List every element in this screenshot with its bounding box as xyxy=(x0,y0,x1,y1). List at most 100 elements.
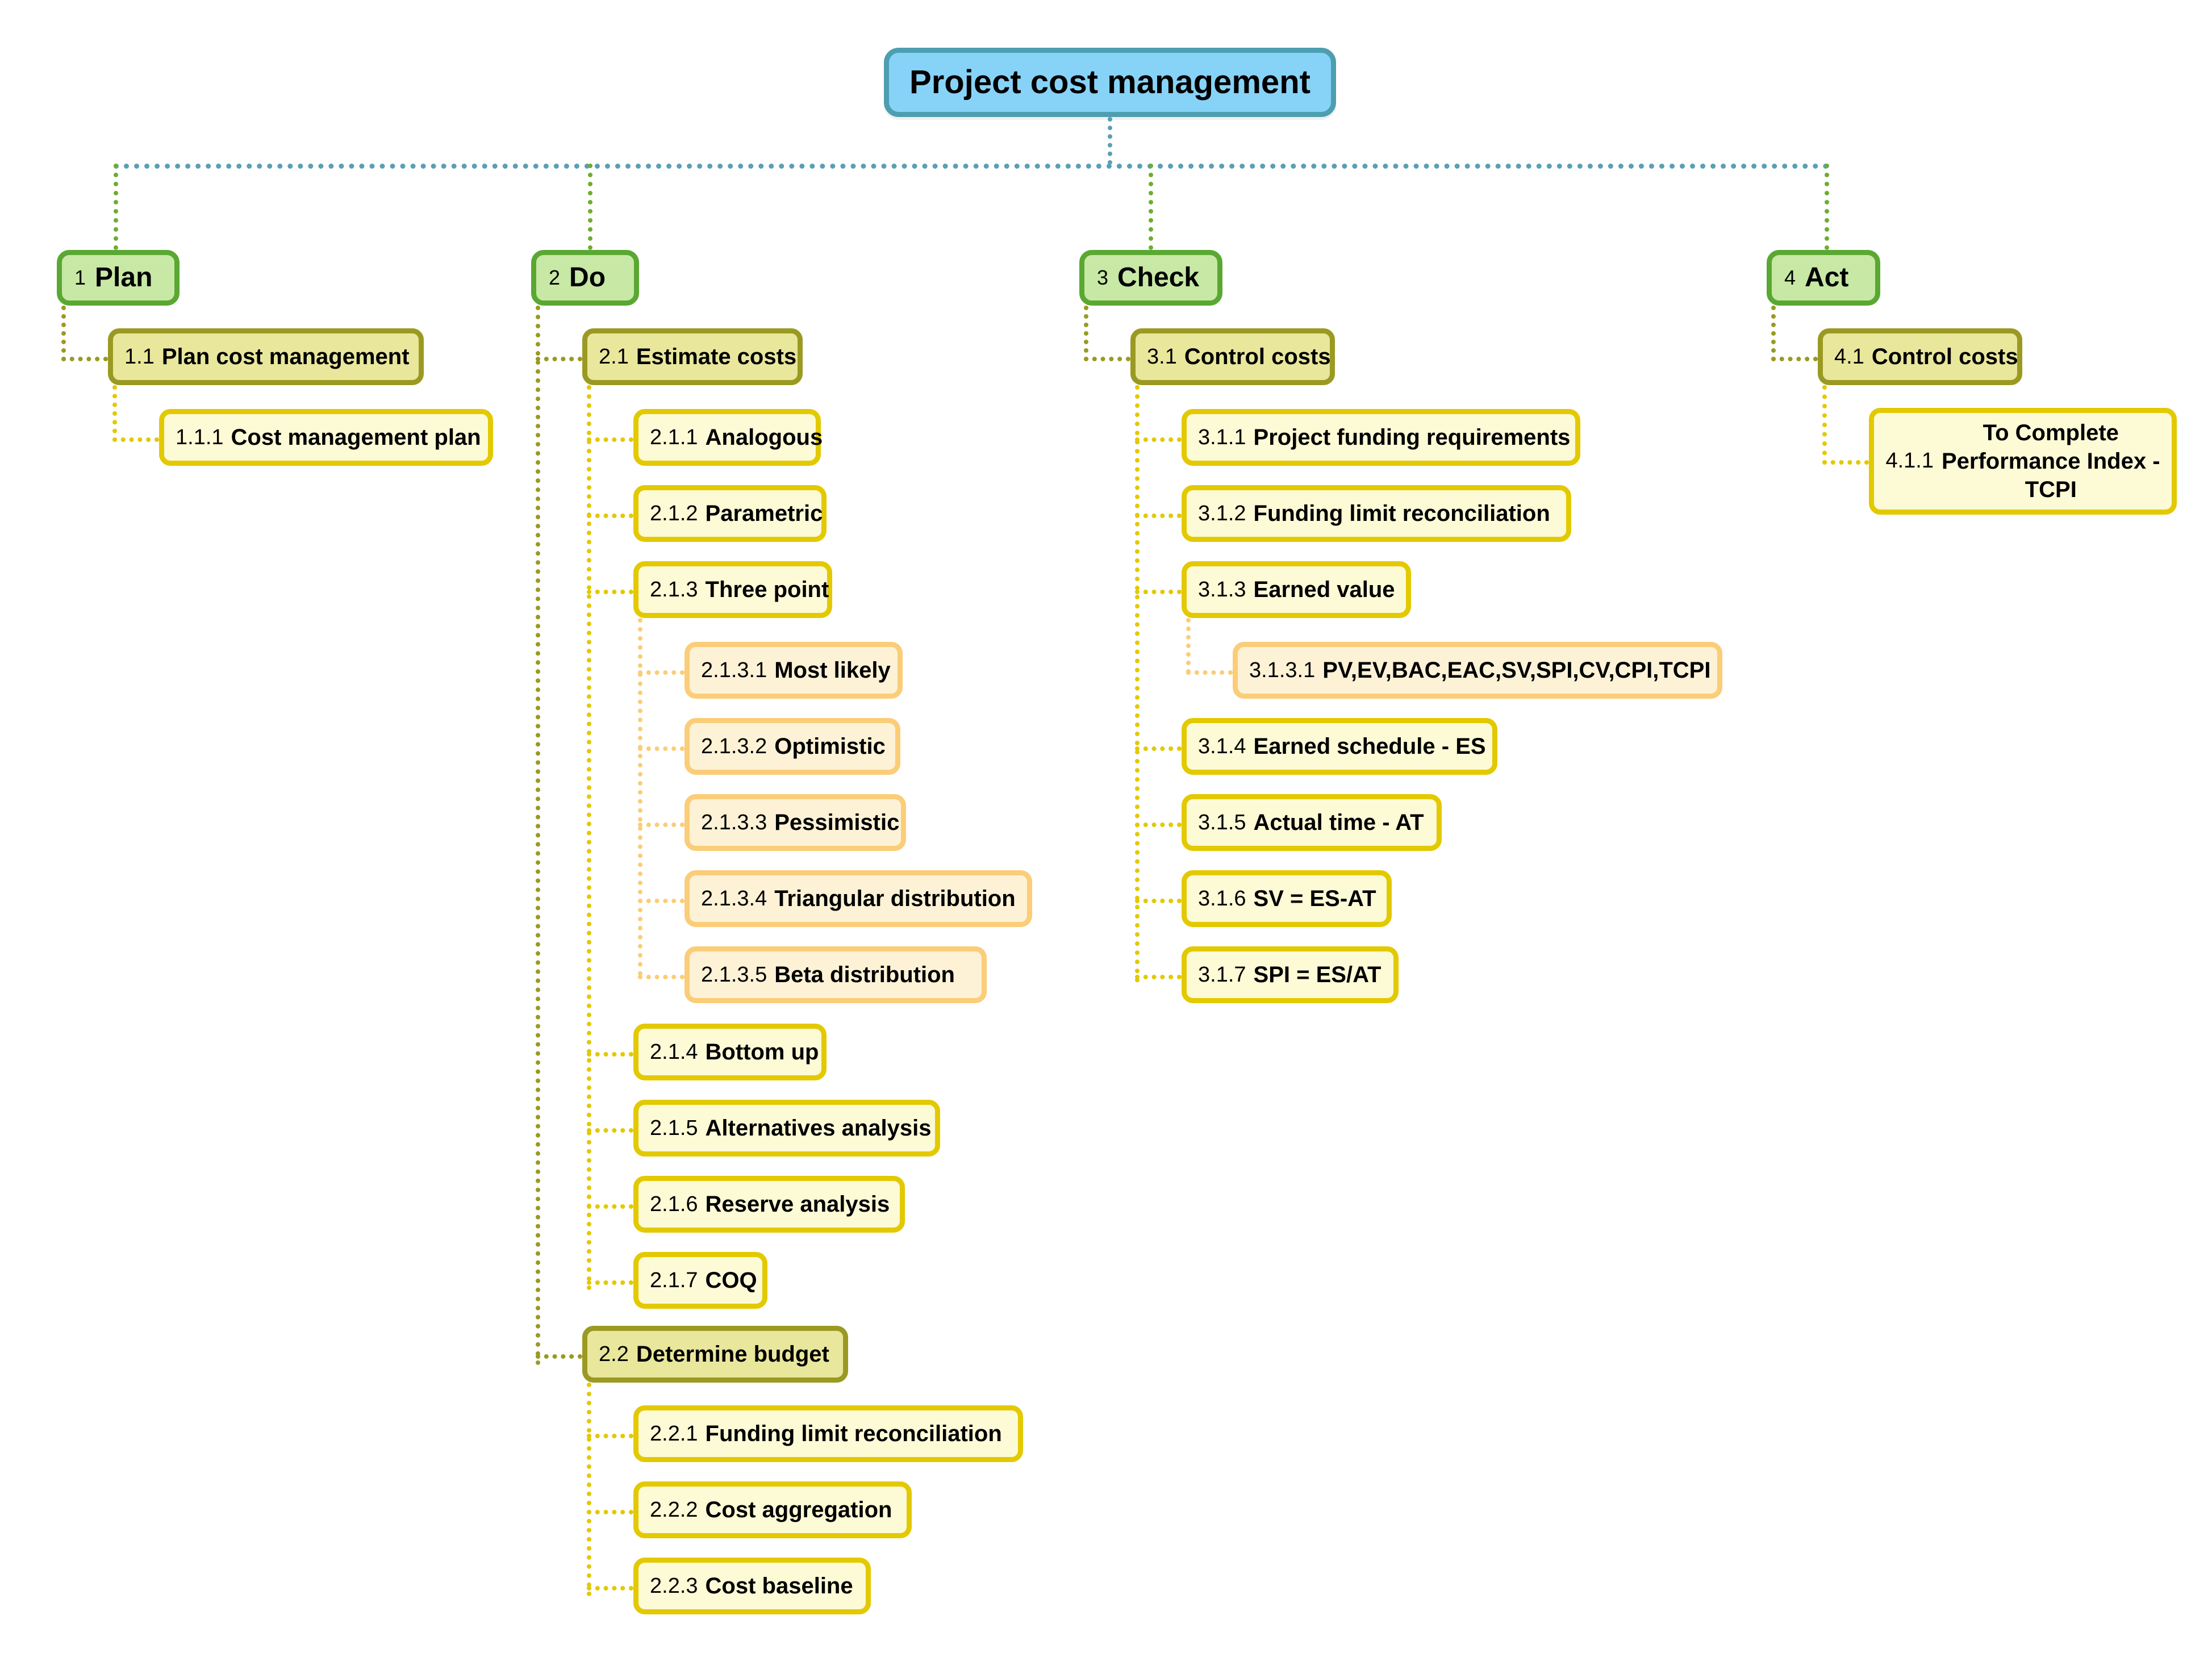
node-2-1-3-2[interactable]: 2.1.3.2 Optimistic xyxy=(685,718,900,775)
connector-2-1-3-h-1 xyxy=(638,670,685,675)
node-3-1-2-label: Funding limit reconciliation xyxy=(1253,500,1550,526)
node-1-1-label: Plan cost management xyxy=(161,344,410,369)
node-plan[interactable]: 1 Plan xyxy=(57,250,180,306)
connector-bus-to-act xyxy=(1825,164,1829,250)
connector-3-1-3-h-1 xyxy=(1186,670,1233,675)
connector-2-1-h-2-1-4 xyxy=(587,1052,633,1057)
node-4-1[interactable]: 4.1 Control costs xyxy=(1818,328,2022,385)
connector-3-1-h-3-1-7 xyxy=(1135,975,1182,979)
connector-2-1-h-2-1-3 xyxy=(587,590,633,594)
connector-2-1-v xyxy=(587,385,591,1291)
node-3-1-2-number: 3.1.2 xyxy=(1198,501,1246,525)
connector-2-1-3-v xyxy=(638,618,642,976)
node-2-2-3-number: 2.2.3 xyxy=(650,1573,698,1598)
node-root-label: Project cost management xyxy=(909,63,1310,101)
node-check-label: Check xyxy=(1117,262,1200,293)
node-2-1-3-2-label: Optimistic xyxy=(774,733,886,759)
connector-act-h-4-1 xyxy=(1771,357,1818,361)
node-root[interactable]: Project cost management xyxy=(884,48,1336,117)
node-3-1-label: Control costs xyxy=(1184,344,1331,369)
connector-2-1-h-2-1-6 xyxy=(587,1204,633,1209)
node-3-1-1-number: 3.1.1 xyxy=(1198,425,1246,449)
connector-2-1-3-h-4 xyxy=(638,899,685,903)
node-2-1-2-number: 2.1.2 xyxy=(650,501,698,525)
node-2-1-3-3[interactable]: 2.1.3.3 Pessimistic xyxy=(685,794,906,851)
node-3-1[interactable]: 3.1 Control costs xyxy=(1130,328,1335,385)
node-2-2[interactable]: 2.2 Determine budget xyxy=(582,1326,848,1383)
node-2-1-3-number: 2.1.3 xyxy=(650,577,698,602)
connector-3-1-h-3-1-1 xyxy=(1135,437,1182,442)
node-4-1-label: Control costs xyxy=(1871,344,2018,369)
node-1-1-1[interactable]: 1.1.1 Cost management plan xyxy=(159,409,493,466)
node-2-1-5-label: Alternatives analysis xyxy=(705,1115,932,1141)
node-2-1-3[interactable]: 2.1.3 Three point xyxy=(633,561,832,618)
node-2-1-5[interactable]: 2.1.5 Alternatives analysis xyxy=(633,1100,940,1157)
connector-2-1-h-2-1-5 xyxy=(587,1128,633,1133)
node-2-2-3[interactable]: 2.2.3 Cost baseline xyxy=(633,1558,871,1614)
node-2-1-2-label: Parametric xyxy=(705,500,823,526)
connector-plan-v xyxy=(61,306,66,361)
node-check[interactable]: 3 Check xyxy=(1079,250,1222,306)
node-2-1-6[interactable]: 2.1.6 Reserve analysis xyxy=(633,1176,905,1233)
node-2-1-3-3-number: 2.1.3.3 xyxy=(701,810,767,834)
node-2-1-4-label: Bottom up xyxy=(705,1039,819,1065)
node-2-1-3-4-label: Triangular distribution xyxy=(774,886,1016,911)
node-4-1-number: 4.1 xyxy=(1834,344,1864,369)
node-4-1-1[interactable]: 4.1.1 To Complete Performance Index - TC… xyxy=(1869,408,2177,515)
node-2-2-2[interactable]: 2.2.2 Cost aggregation xyxy=(633,1481,912,1538)
node-3-1-1[interactable]: 3.1.1 Project funding requirements xyxy=(1182,409,1580,466)
connector-2-2-h-2-2-3 xyxy=(587,1586,633,1591)
connector-3-1-h-3-1-2 xyxy=(1135,514,1182,518)
node-3-1-3[interactable]: 3.1.3 Earned value xyxy=(1182,561,1411,618)
connector-2-1-h-2-1-2 xyxy=(587,514,633,518)
connector-1-1-h-1-1-1 xyxy=(112,437,159,442)
node-2-1-3-5-label: Beta distribution xyxy=(774,962,955,987)
connector-act-v xyxy=(1771,306,1776,361)
node-2-1-3-4-number: 2.1.3.4 xyxy=(701,886,767,911)
connector-3-1-h-3-1-3 xyxy=(1135,590,1182,594)
node-act[interactable]: 4 Act xyxy=(1767,250,1880,306)
node-2-1-3-4[interactable]: 2.1.3.4 Triangular distribution xyxy=(685,870,1032,927)
node-2-1-label: Estimate costs xyxy=(636,344,797,369)
node-1-1-1-number: 1.1.1 xyxy=(176,425,224,449)
node-3-1-3-1-label: PV,EV,BAC,EAC,SV,SPI,CV,CPI,TCPI xyxy=(1322,657,1711,683)
node-2-1-3-1[interactable]: 2.1.3.1 Most likely xyxy=(685,642,903,699)
node-2-1-7[interactable]: 2.1.7 COQ xyxy=(633,1252,767,1309)
node-3-1-7-number: 3.1.7 xyxy=(1198,962,1246,987)
node-3-1-6[interactable]: 3.1.6 SV = ES-AT xyxy=(1182,870,1392,927)
node-2-1-1[interactable]: 2.1.1 Analogous xyxy=(633,409,823,466)
node-do[interactable]: 2 Do xyxy=(531,250,639,306)
node-1-1[interactable]: 1.1 Plan cost management xyxy=(108,328,424,385)
connector-check-h-3-1 xyxy=(1084,357,1130,361)
connector-3-1-h-3-1-4 xyxy=(1135,746,1182,751)
node-2-2-3-label: Cost baseline xyxy=(705,1573,853,1598)
node-2-1-1-number: 2.1.1 xyxy=(650,425,698,449)
node-act-number: 4 xyxy=(1784,265,1796,289)
node-3-1-4-label: Earned schedule - ES xyxy=(1253,733,1486,759)
connector-4-1-h-4-1-1 xyxy=(1822,460,1869,465)
connector-do-v xyxy=(536,306,540,1366)
connector-2-2-h-2-2-1 xyxy=(587,1434,633,1438)
node-3-1-4[interactable]: 3.1.4 Earned schedule - ES xyxy=(1182,718,1497,775)
node-2-1-2[interactable]: 2.1.2 Parametric xyxy=(633,485,827,542)
node-2-1-3-5[interactable]: 2.1.3.5 Beta distribution xyxy=(685,946,987,1003)
connector-4-1-v xyxy=(1822,385,1827,465)
node-2-2-number: 2.2 xyxy=(599,1342,629,1366)
node-3-1-5[interactable]: 3.1.5 Actual time - AT xyxy=(1182,794,1442,851)
node-2-1-4[interactable]: 2.1.4 Bottom up xyxy=(633,1024,827,1080)
node-2-1-number: 2.1 xyxy=(599,344,629,369)
node-2-1[interactable]: 2.1 Estimate costs xyxy=(582,328,803,385)
connector-3-1-v xyxy=(1135,385,1140,983)
node-2-2-1[interactable]: 2.2.1 Funding limit reconciliation xyxy=(633,1405,1023,1462)
node-3-1-2[interactable]: 3.1.2 Funding limit reconciliation xyxy=(1182,485,1571,542)
node-plan-number: 1 xyxy=(74,265,86,289)
node-2-1-3-3-label: Pessimistic xyxy=(774,809,900,835)
node-3-1-7[interactable]: 3.1.7 SPI = ES/AT xyxy=(1182,946,1399,1003)
connector-3-1-h-3-1-6 xyxy=(1135,899,1182,903)
node-3-1-3-1[interactable]: 3.1.3.1 PV,EV,BAC,EAC,SV,SPI,CV,CPI,TCPI xyxy=(1233,642,1722,699)
node-act-label: Act xyxy=(1805,262,1849,293)
node-2-1-4-number: 2.1.4 xyxy=(650,1040,698,1064)
node-3-1-5-number: 3.1.5 xyxy=(1198,810,1246,834)
node-2-1-3-1-label: Most likely xyxy=(774,657,891,683)
